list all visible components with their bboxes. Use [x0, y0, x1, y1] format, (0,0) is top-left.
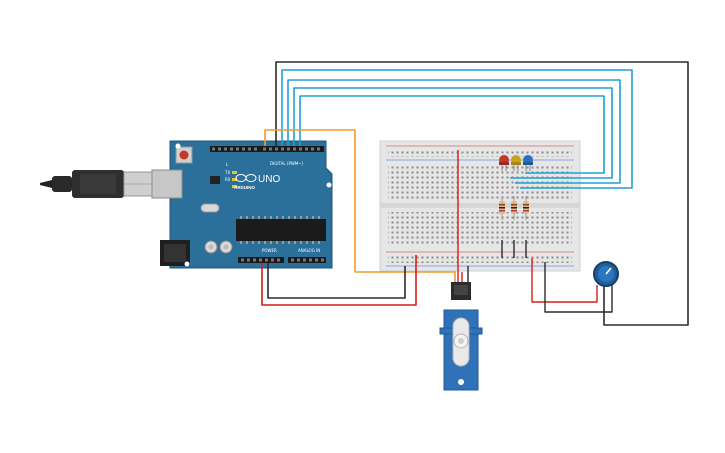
- arduino-uno-board[interactable]: DIGITAL (PWM~) TX RX L UNO ARDUINO: [151, 140, 333, 269]
- power-header-label: POWER: [262, 248, 277, 253]
- resistor-2[interactable]: [511, 196, 517, 220]
- blue-wire-2[interactable]: [287, 79, 621, 184]
- black-wire-gnd[interactable]: [267, 263, 406, 299]
- atmega-chip: [236, 219, 326, 241]
- analog-header-label: ANALOG IN: [298, 248, 320, 253]
- pot-black-wire[interactable]: [544, 262, 613, 313]
- yellow-led[interactable]: [511, 155, 521, 171]
- orange-wire-servo[interactable]: [264, 129, 456, 290]
- resistor-1[interactable]: [499, 196, 505, 220]
- breadboard[interactable]: [379, 140, 581, 272]
- blue-wire-3[interactable]: [293, 87, 613, 179]
- usb-cable: [40, 170, 155, 198]
- rx-label: RX: [225, 177, 231, 182]
- digital-pin-header[interactable]: [210, 146, 324, 152]
- blue-wire-1[interactable]: [281, 69, 633, 189]
- servo-motor[interactable]: [439, 282, 483, 391]
- blue-wire-4[interactable]: [299, 95, 605, 174]
- potentiometer[interactable]: [593, 261, 619, 287]
- arduino-logo: [235, 174, 257, 182]
- black-wire-pot[interactable]: [275, 61, 689, 326]
- blue-led[interactable]: [523, 155, 533, 171]
- board-model-label: UNO: [258, 174, 280, 185]
- resistor-3[interactable]: [523, 196, 529, 220]
- pot-red-wire[interactable]: [531, 258, 598, 303]
- analog-pin-header[interactable]: [288, 257, 326, 263]
- red-led[interactable]: [499, 155, 509, 171]
- red-wire-5v[interactable]: [261, 255, 417, 306]
- digital-header-label: DIGITAL (PWM~): [270, 161, 304, 166]
- tx-label: TX: [224, 170, 230, 175]
- l-label: L: [226, 162, 229, 167]
- board-brand-label: ARDUINO: [234, 185, 255, 190]
